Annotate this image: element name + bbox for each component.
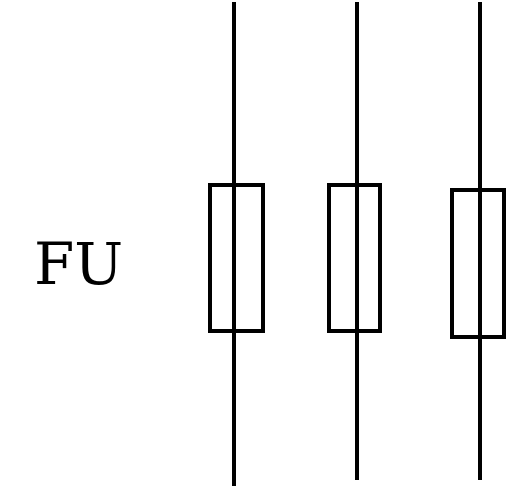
fu-label: FU bbox=[34, 230, 123, 298]
fuse-2 bbox=[327, 2, 382, 480]
fuse-1-body bbox=[208, 183, 265, 333]
fuse-2-body bbox=[327, 183, 382, 333]
fuse-3 bbox=[450, 2, 506, 480]
fuse-1 bbox=[208, 2, 265, 486]
